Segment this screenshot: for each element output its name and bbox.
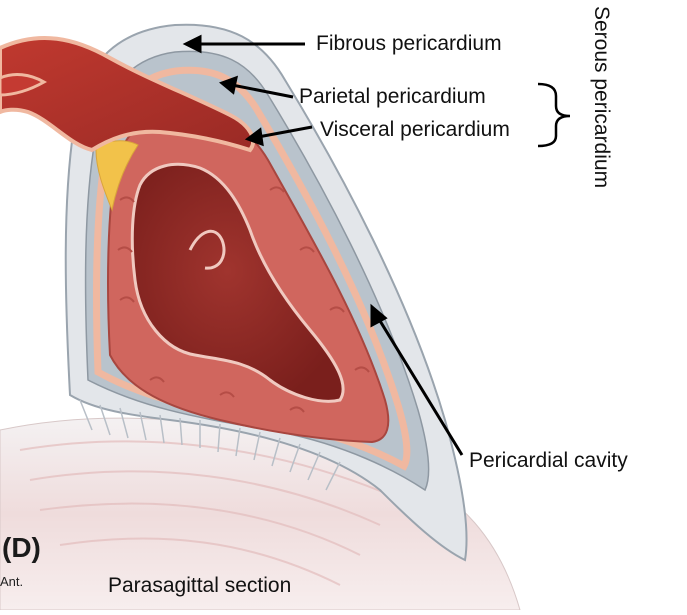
- label-fibrous-pericardium: Fibrous pericardium: [316, 32, 502, 55]
- fibrous-striations: [79, 399, 341, 491]
- great-vessel: [0, 36, 256, 153]
- label-arrows: [182, 34, 464, 456]
- arrow-parietal-head: [218, 75, 239, 95]
- serous-bracket: [537, 82, 571, 148]
- label-pericardial-cavity: Pericardial cavity: [469, 449, 628, 472]
- label-serous-pericardium: Serous pericardium: [590, 6, 613, 189]
- label-parietal-pericardium: Parietal pericardium: [299, 85, 486, 108]
- arrow-fibrous-head: [182, 34, 202, 54]
- label-visceral-pericardium: Visceral pericardium: [320, 118, 510, 141]
- arrow-visceral: [257, 125, 313, 139]
- epicardial-fat: [95, 140, 139, 212]
- arrow-cavity-head: [370, 303, 388, 328]
- chamber-septum: [188, 229, 226, 270]
- diaphragm-fibers: [19, 440, 391, 586]
- vessel-branch: [0, 73, 48, 97]
- myocardium-texture: [117, 186, 370, 413]
- panel-label: (D): [2, 532, 41, 563]
- heart-chamber: [130, 162, 345, 403]
- arrow-parietal: [231, 83, 294, 99]
- orientation-label: Ant.: [0, 574, 24, 589]
- arrow-cavity: [375, 315, 464, 456]
- arrow-visceral-head: [244, 127, 264, 147]
- section-caption: Parasagittal section: [108, 574, 292, 597]
